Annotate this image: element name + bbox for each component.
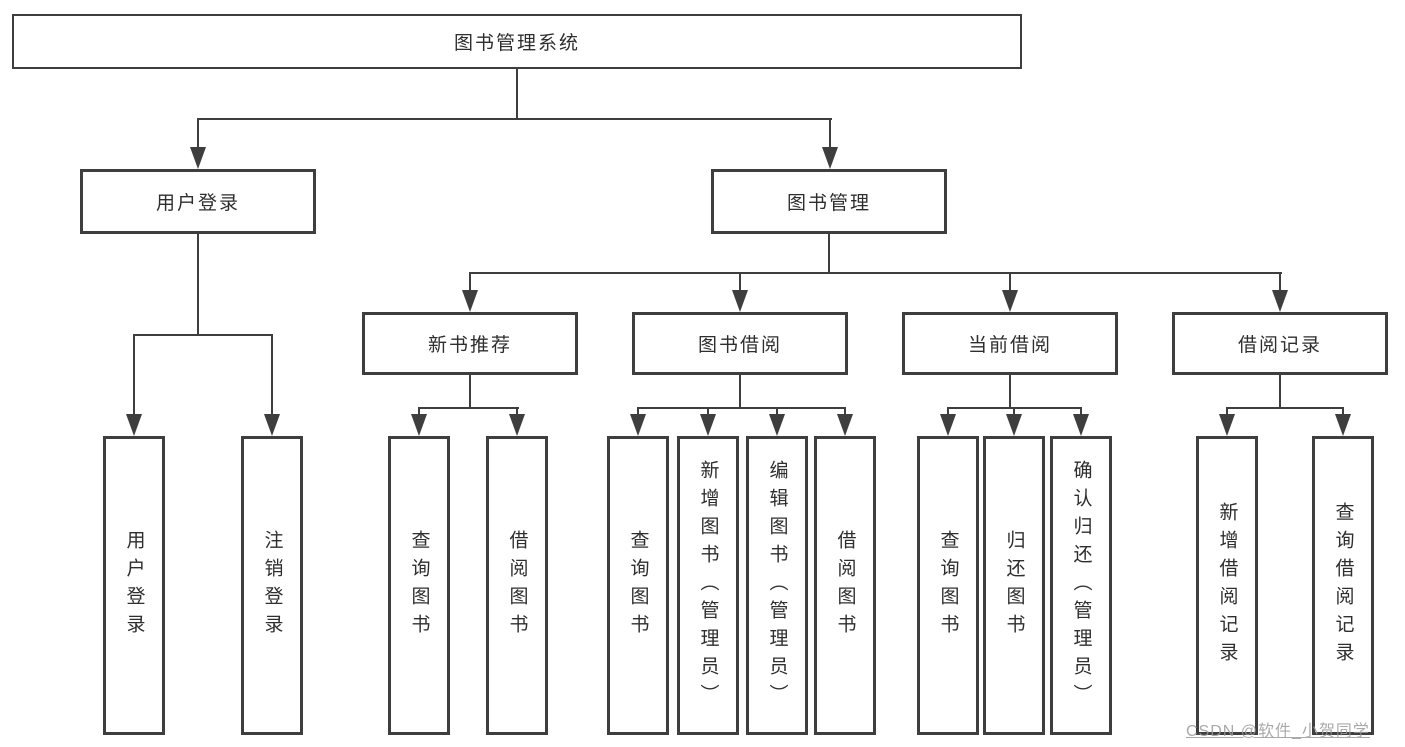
connector-line xyxy=(469,272,1282,274)
connector-line xyxy=(776,407,778,417)
connector-line xyxy=(516,407,518,417)
arrow-down-icon xyxy=(1073,414,1089,436)
leaf-current-query-books: 查询图书 xyxy=(917,436,979,735)
leaf-current-return-books: 归还图书 xyxy=(983,436,1045,735)
connector-line xyxy=(516,69,518,120)
leaf-current-confirm-return-admin-label: 确认归还（管理员） xyxy=(1070,459,1092,712)
arrow-down-icon xyxy=(1335,414,1351,436)
connector-line xyxy=(1009,373,1011,409)
arrow-down-icon xyxy=(769,414,785,436)
connector-line xyxy=(1279,272,1281,292)
connector-line xyxy=(133,334,135,417)
connector-line xyxy=(469,272,471,292)
connector-line xyxy=(197,118,832,120)
connector-line xyxy=(1226,407,1344,409)
leaf-borrow-edit-books-admin: 编辑图书（管理员） xyxy=(746,436,808,735)
leaf-borrow-query-books: 查询图书 xyxy=(607,436,669,735)
connector-line xyxy=(418,407,519,409)
leaf-records-add-borrow-record-label: 新增借阅记录 xyxy=(1216,501,1238,670)
leaf-logout-label: 注销登录 xyxy=(261,529,283,642)
arrow-down-icon xyxy=(190,147,206,169)
connector-line xyxy=(637,407,846,409)
leaf-borrow-borrow-books-label: 借阅图书 xyxy=(834,529,856,642)
arrow-down-icon xyxy=(732,290,748,312)
node-root: 图书管理系统 xyxy=(12,14,1022,69)
connector-line xyxy=(1009,272,1011,292)
watermark: CSDN @软件_小贺同学 xyxy=(1186,723,1370,740)
node-book-borrowing-label: 图书借阅 xyxy=(697,335,782,356)
node-user-login-label: 用户登录 xyxy=(155,193,240,214)
arrow-down-icon xyxy=(700,414,716,436)
arrow-down-icon xyxy=(1272,290,1288,312)
leaf-user-login-label: 用户登录 xyxy=(123,529,145,642)
node-book-management-label: 图书管理 xyxy=(786,193,871,214)
leaf-newrec-query-books-label: 查询图书 xyxy=(408,529,430,642)
connector-line xyxy=(418,407,420,417)
connector-line xyxy=(947,407,949,417)
leaf-newrec-query-books: 查询图书 xyxy=(388,436,450,735)
leaf-current-return-books-label: 归还图书 xyxy=(1003,529,1025,642)
node-new-book-recommend-label: 新书推荐 xyxy=(427,335,512,356)
node-book-borrowing: 图书借阅 xyxy=(632,312,848,375)
node-borrow-records-label: 借阅记录 xyxy=(1237,335,1322,356)
connector-line xyxy=(1080,407,1082,417)
leaf-current-query-books-label: 查询图书 xyxy=(937,529,959,642)
leaf-user-login: 用户登录 xyxy=(103,436,165,735)
arrow-down-icon xyxy=(411,414,427,436)
leaf-borrow-add-books-admin: 新增图书（管理员） xyxy=(677,436,739,735)
arrow-down-icon xyxy=(1006,414,1022,436)
node-current-borrowing-label: 当前借阅 xyxy=(967,335,1052,356)
arrow-down-icon xyxy=(462,290,478,312)
arrow-down-icon xyxy=(630,414,646,436)
connector-line xyxy=(1013,407,1015,417)
leaf-records-add-borrow-record: 新增借阅记录 xyxy=(1196,436,1258,735)
arrow-down-icon xyxy=(509,414,525,436)
connector-line xyxy=(828,232,830,274)
node-current-borrowing: 当前借阅 xyxy=(902,312,1118,375)
leaf-newrec-borrow-books-label: 借阅图书 xyxy=(506,529,528,642)
leaf-borrow-edit-books-admin-label: 编辑图书（管理员） xyxy=(766,459,788,712)
connector-line xyxy=(1279,373,1281,409)
connector-line xyxy=(844,407,846,417)
arrow-down-icon xyxy=(1219,414,1235,436)
node-borrow-records: 借阅记录 xyxy=(1172,312,1388,375)
connector-line xyxy=(637,407,639,417)
leaf-logout: 注销登录 xyxy=(241,436,303,735)
leaf-newrec-borrow-books: 借阅图书 xyxy=(486,436,548,735)
connector-line xyxy=(197,118,199,150)
leaf-records-query-borrow-record: 查询借阅记录 xyxy=(1312,436,1374,735)
connector-line xyxy=(1342,407,1344,417)
leaf-borrow-add-books-admin-label: 新增图书（管理员） xyxy=(697,459,719,712)
connector-line xyxy=(739,272,741,292)
arrow-down-icon xyxy=(126,414,142,436)
connector-line xyxy=(197,232,199,336)
arrow-down-icon xyxy=(837,414,853,436)
connector-line xyxy=(1226,407,1228,417)
arrow-down-icon xyxy=(1002,290,1018,312)
leaf-current-confirm-return-admin: 确认归还（管理员） xyxy=(1050,436,1112,735)
arrow-down-icon xyxy=(940,414,956,436)
connector-line xyxy=(829,118,831,150)
leaf-borrow-borrow-books: 借阅图书 xyxy=(814,436,876,735)
connector-line xyxy=(469,373,471,409)
node-root-label: 图书管理系统 xyxy=(453,33,580,54)
connector-line xyxy=(271,334,273,417)
node-book-management: 图书管理 xyxy=(711,169,947,234)
connector-line xyxy=(739,373,741,409)
connector-line xyxy=(133,334,273,336)
arrow-down-icon xyxy=(822,147,838,169)
leaf-records-query-borrow-record-label: 查询借阅记录 xyxy=(1332,501,1354,670)
arrow-down-icon xyxy=(264,414,280,436)
leaf-borrow-query-books-label: 查询图书 xyxy=(627,529,649,642)
node-new-book-recommend: 新书推荐 xyxy=(362,312,578,375)
connector-line xyxy=(707,407,709,417)
node-user-login: 用户登录 xyxy=(80,169,316,234)
